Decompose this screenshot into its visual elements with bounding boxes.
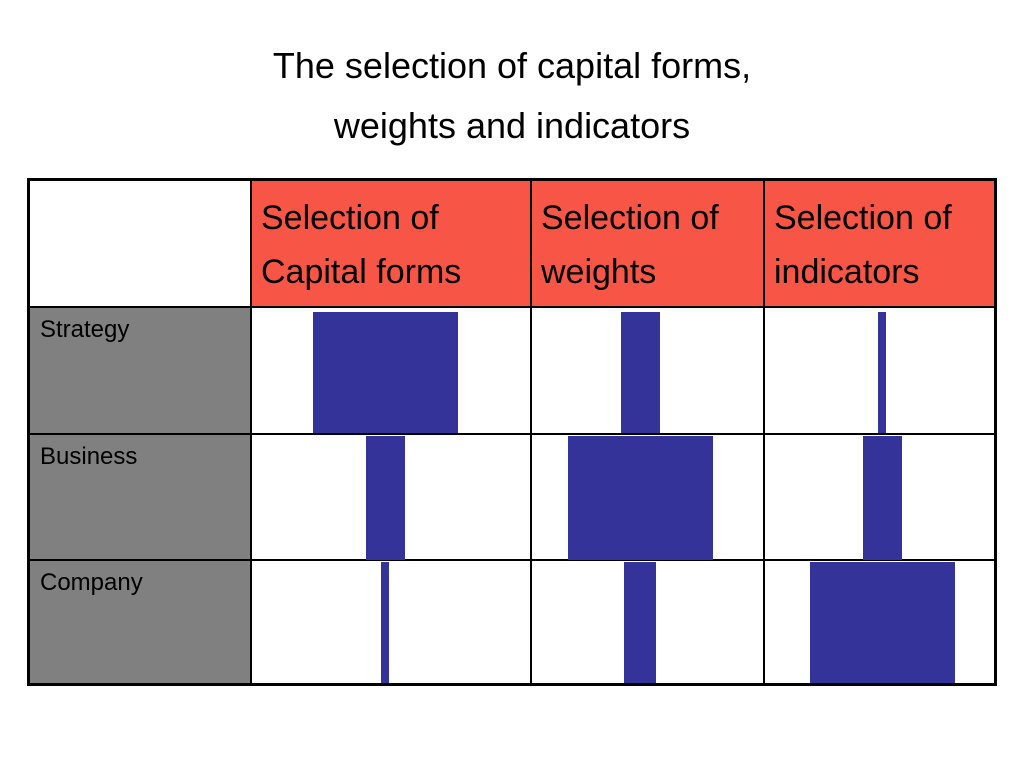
column-header-line: indicators: [774, 253, 920, 291]
column-header-weights: Selection of weights: [531, 181, 764, 307]
emphasis-bar-company-weights: [624, 562, 656, 683]
selection-matrix: Selection of Capital forms Selection of …: [27, 178, 997, 686]
row-label-text: Company: [40, 569, 143, 596]
column-header-line: Selection of: [774, 199, 952, 237]
emphasis-bar-strategy-capital-forms: [312, 312, 458, 433]
page-title: The selection of capital forms, weights …: [0, 36, 1024, 156]
emphasis-bar-company-capital-forms: [381, 562, 389, 683]
row-label-business: Business: [30, 434, 251, 560]
row-label-strategy: Strategy: [30, 307, 251, 434]
grid-line: [30, 433, 994, 435]
emphasis-bar-company-indicators: [809, 562, 955, 683]
emphasis-bar-strategy-weights: [620, 312, 660, 433]
row-label-text: Strategy: [40, 316, 130, 343]
emphasis-bar-strategy-indicators: [878, 312, 886, 433]
grid-line: [530, 181, 532, 683]
column-header-line: Capital forms: [261, 253, 462, 291]
column-header-line: weights: [541, 253, 657, 291]
column-header-line: Selection of: [541, 199, 719, 237]
column-header-line: Selection of: [261, 199, 439, 237]
row-label-company: Company: [30, 560, 251, 683]
emphasis-bar-business-capital-forms: [365, 436, 405, 560]
emphasis-bar-business-weights: [567, 436, 713, 560]
column-header-capital-forms: Selection of Capital forms: [251, 181, 531, 307]
grid-line: [30, 559, 994, 561]
grid-line: [763, 181, 765, 683]
grid-line: [250, 181, 252, 683]
column-header-indicators: Selection of indicators: [764, 181, 994, 307]
emphasis-bar-business-indicators: [862, 436, 902, 560]
title-line-1: The selection of capital forms,: [272, 45, 752, 86]
grid-line: [30, 306, 994, 308]
title-line-2: weights and indicators: [333, 105, 691, 146]
row-label-text: Business: [40, 443, 138, 470]
corner-cell: [30, 181, 251, 307]
